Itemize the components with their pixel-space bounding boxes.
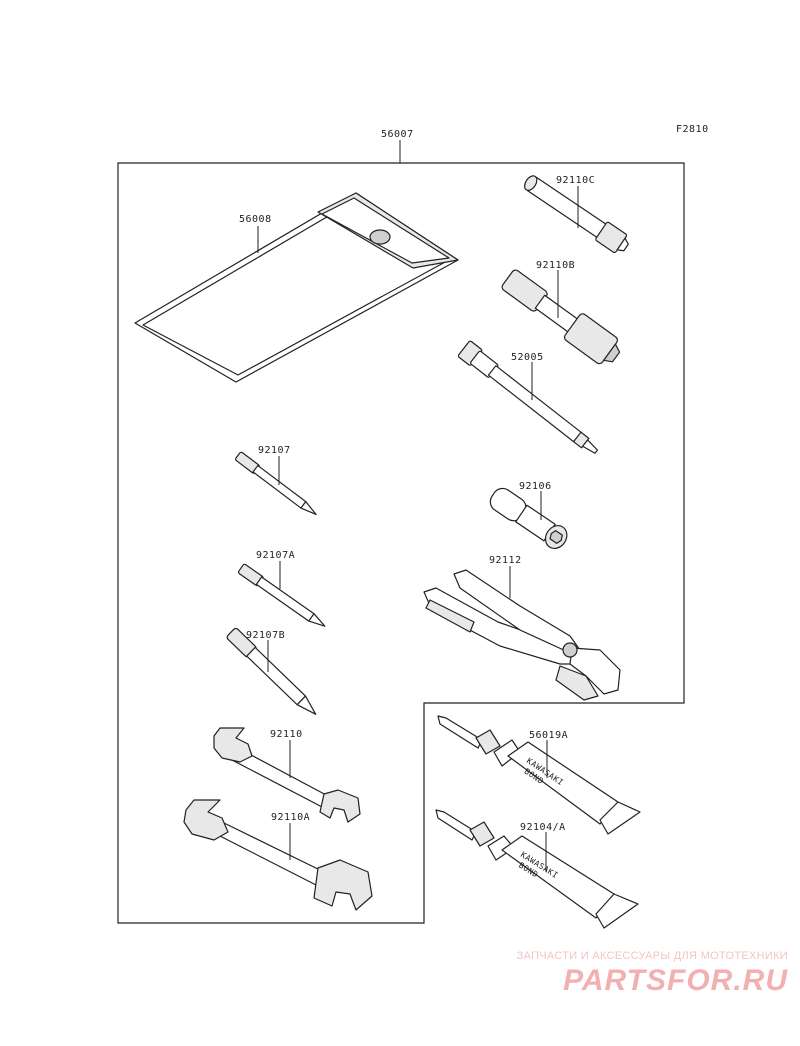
- driver-bit-b: [226, 627, 317, 715]
- spanner: [213, 727, 361, 823]
- box-wrench-c: [524, 175, 629, 254]
- label-wrench-c: 92110C: [556, 175, 595, 186]
- label-pouch: 56008: [239, 214, 272, 225]
- bond-tube-a: KAWASAKI BOND: [437, 715, 641, 835]
- label-bond-b: 92104/A: [520, 822, 566, 833]
- label-handle-adapter: 92106: [519, 481, 552, 492]
- tool-pouch: [134, 192, 459, 383]
- watermark-caption: ЗАПЧАСТИ И АКСЕССУАРЫ ДЛЯ МОТОТЕХНИКИ: [516, 950, 788, 962]
- screwdriver-handle: [457, 340, 599, 454]
- label-driver-bit: 92107: [258, 445, 291, 456]
- box-wrench-b: [501, 269, 621, 365]
- label-driver-bit-b: 92107B: [246, 630, 285, 641]
- label-bond-a: 56019A: [529, 730, 568, 741]
- handle-adapter: [489, 487, 568, 550]
- label-spanner: 92110: [270, 729, 303, 740]
- watermark-logo: PARTSFOR.RU: [563, 964, 788, 997]
- bond-tube-b: KAWASAKI BOND: [435, 809, 639, 929]
- label-wrench-b: 92110B: [536, 260, 575, 271]
- driver-bit-a: [237, 563, 326, 627]
- label-spanner-a: 92110A: [271, 812, 310, 823]
- driver-bit: [235, 451, 317, 516]
- figure-code: F2810: [676, 124, 709, 135]
- label-pliers: 92112: [489, 555, 522, 566]
- pliers: [423, 569, 621, 701]
- kit-frame: [117, 162, 685, 924]
- label-kit: 56007: [381, 129, 414, 140]
- label-driver-bit-a: 92107A: [256, 550, 295, 561]
- label-screwdriver-handle: 52005: [511, 352, 544, 363]
- spanner-a: [183, 799, 373, 911]
